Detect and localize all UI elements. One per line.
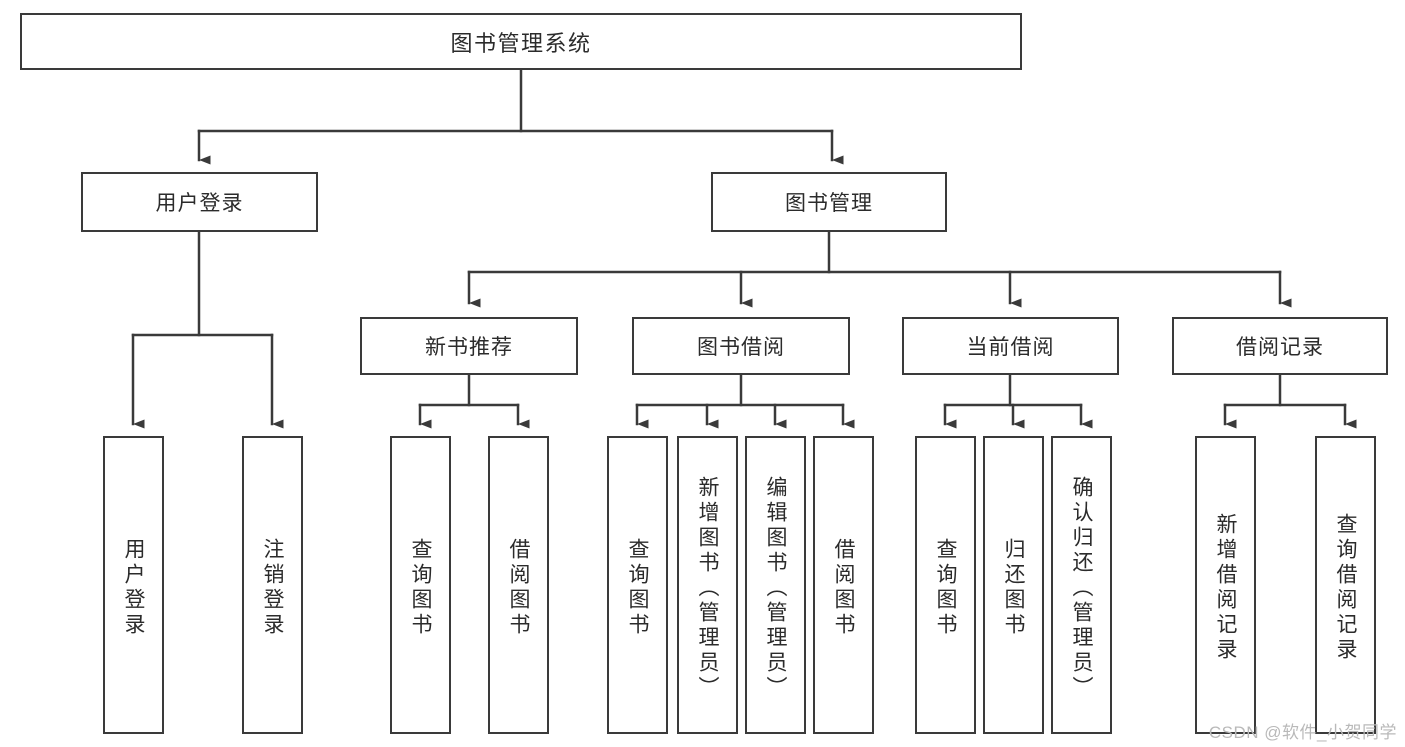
node-label: 图书借阅 xyxy=(697,336,785,359)
node-leaf-borrow-book-1[interactable]: 借阅图书 xyxy=(488,436,549,734)
node-leaf-logout-login[interactable]: 注销登录 xyxy=(242,436,303,734)
node-label: 查询图书 xyxy=(409,538,432,638)
node-label: 查询图书 xyxy=(626,538,649,638)
node-label: 新增借阅记录 xyxy=(1214,513,1237,663)
node-new-book-recommend[interactable]: 新书推荐 xyxy=(360,317,578,375)
node-user-login[interactable]: 用户登录 xyxy=(81,172,318,232)
node-book-borrow[interactable]: 图书借阅 xyxy=(632,317,850,375)
node-label: 借阅记录 xyxy=(1236,336,1324,359)
node-leaf-query-book-1[interactable]: 查询图书 xyxy=(390,436,451,734)
node-leaf-query-book-2[interactable]: 查询图书 xyxy=(607,436,668,734)
node-system-root[interactable]: 图书管理系统 xyxy=(20,13,1022,70)
node-leaf-add-record[interactable]: 新增借阅记录 xyxy=(1195,436,1256,734)
node-leaf-query-record[interactable]: 查询借阅记录 xyxy=(1315,436,1376,734)
node-leaf-add-book[interactable]: 新增图书（管理员） xyxy=(677,436,738,734)
node-leaf-edit-book[interactable]: 编辑图书（管理员） xyxy=(745,436,806,734)
node-label: 用户登录 xyxy=(122,538,145,638)
node-leaf-user-login[interactable]: 用户登录 xyxy=(103,436,164,734)
node-label: 确认归还（管理员） xyxy=(1070,475,1093,701)
node-label: 图书管理系统 xyxy=(450,30,592,56)
node-label: 借阅图书 xyxy=(507,538,530,638)
node-borrow-record[interactable]: 借阅记录 xyxy=(1172,317,1388,375)
node-label: 当前借阅 xyxy=(966,336,1055,359)
node-book-manage[interactable]: 图书管理 xyxy=(711,172,947,232)
node-label: 新书推荐 xyxy=(425,336,513,359)
node-label: 归还图书 xyxy=(1002,538,1025,638)
node-label: 新增图书（管理员） xyxy=(696,475,719,701)
node-leaf-borrow-book-2[interactable]: 借阅图书 xyxy=(813,436,874,734)
node-label: 注销登录 xyxy=(261,538,284,638)
node-label: 借阅图书 xyxy=(832,538,855,638)
node-leaf-return-book[interactable]: 归还图书 xyxy=(983,436,1044,734)
node-leaf-confirm-return[interactable]: 确认归还（管理员） xyxy=(1051,436,1112,734)
node-label: 编辑图书（管理员） xyxy=(764,475,787,701)
node-leaf-query-book-3[interactable]: 查询图书 xyxy=(915,436,976,734)
node-current-borrow[interactable]: 当前借阅 xyxy=(902,317,1119,375)
node-label: 用户登录 xyxy=(155,192,244,215)
node-label: 查询图书 xyxy=(934,538,957,638)
node-label: 查询借阅记录 xyxy=(1334,513,1357,663)
node-label: 图书管理 xyxy=(785,192,873,215)
